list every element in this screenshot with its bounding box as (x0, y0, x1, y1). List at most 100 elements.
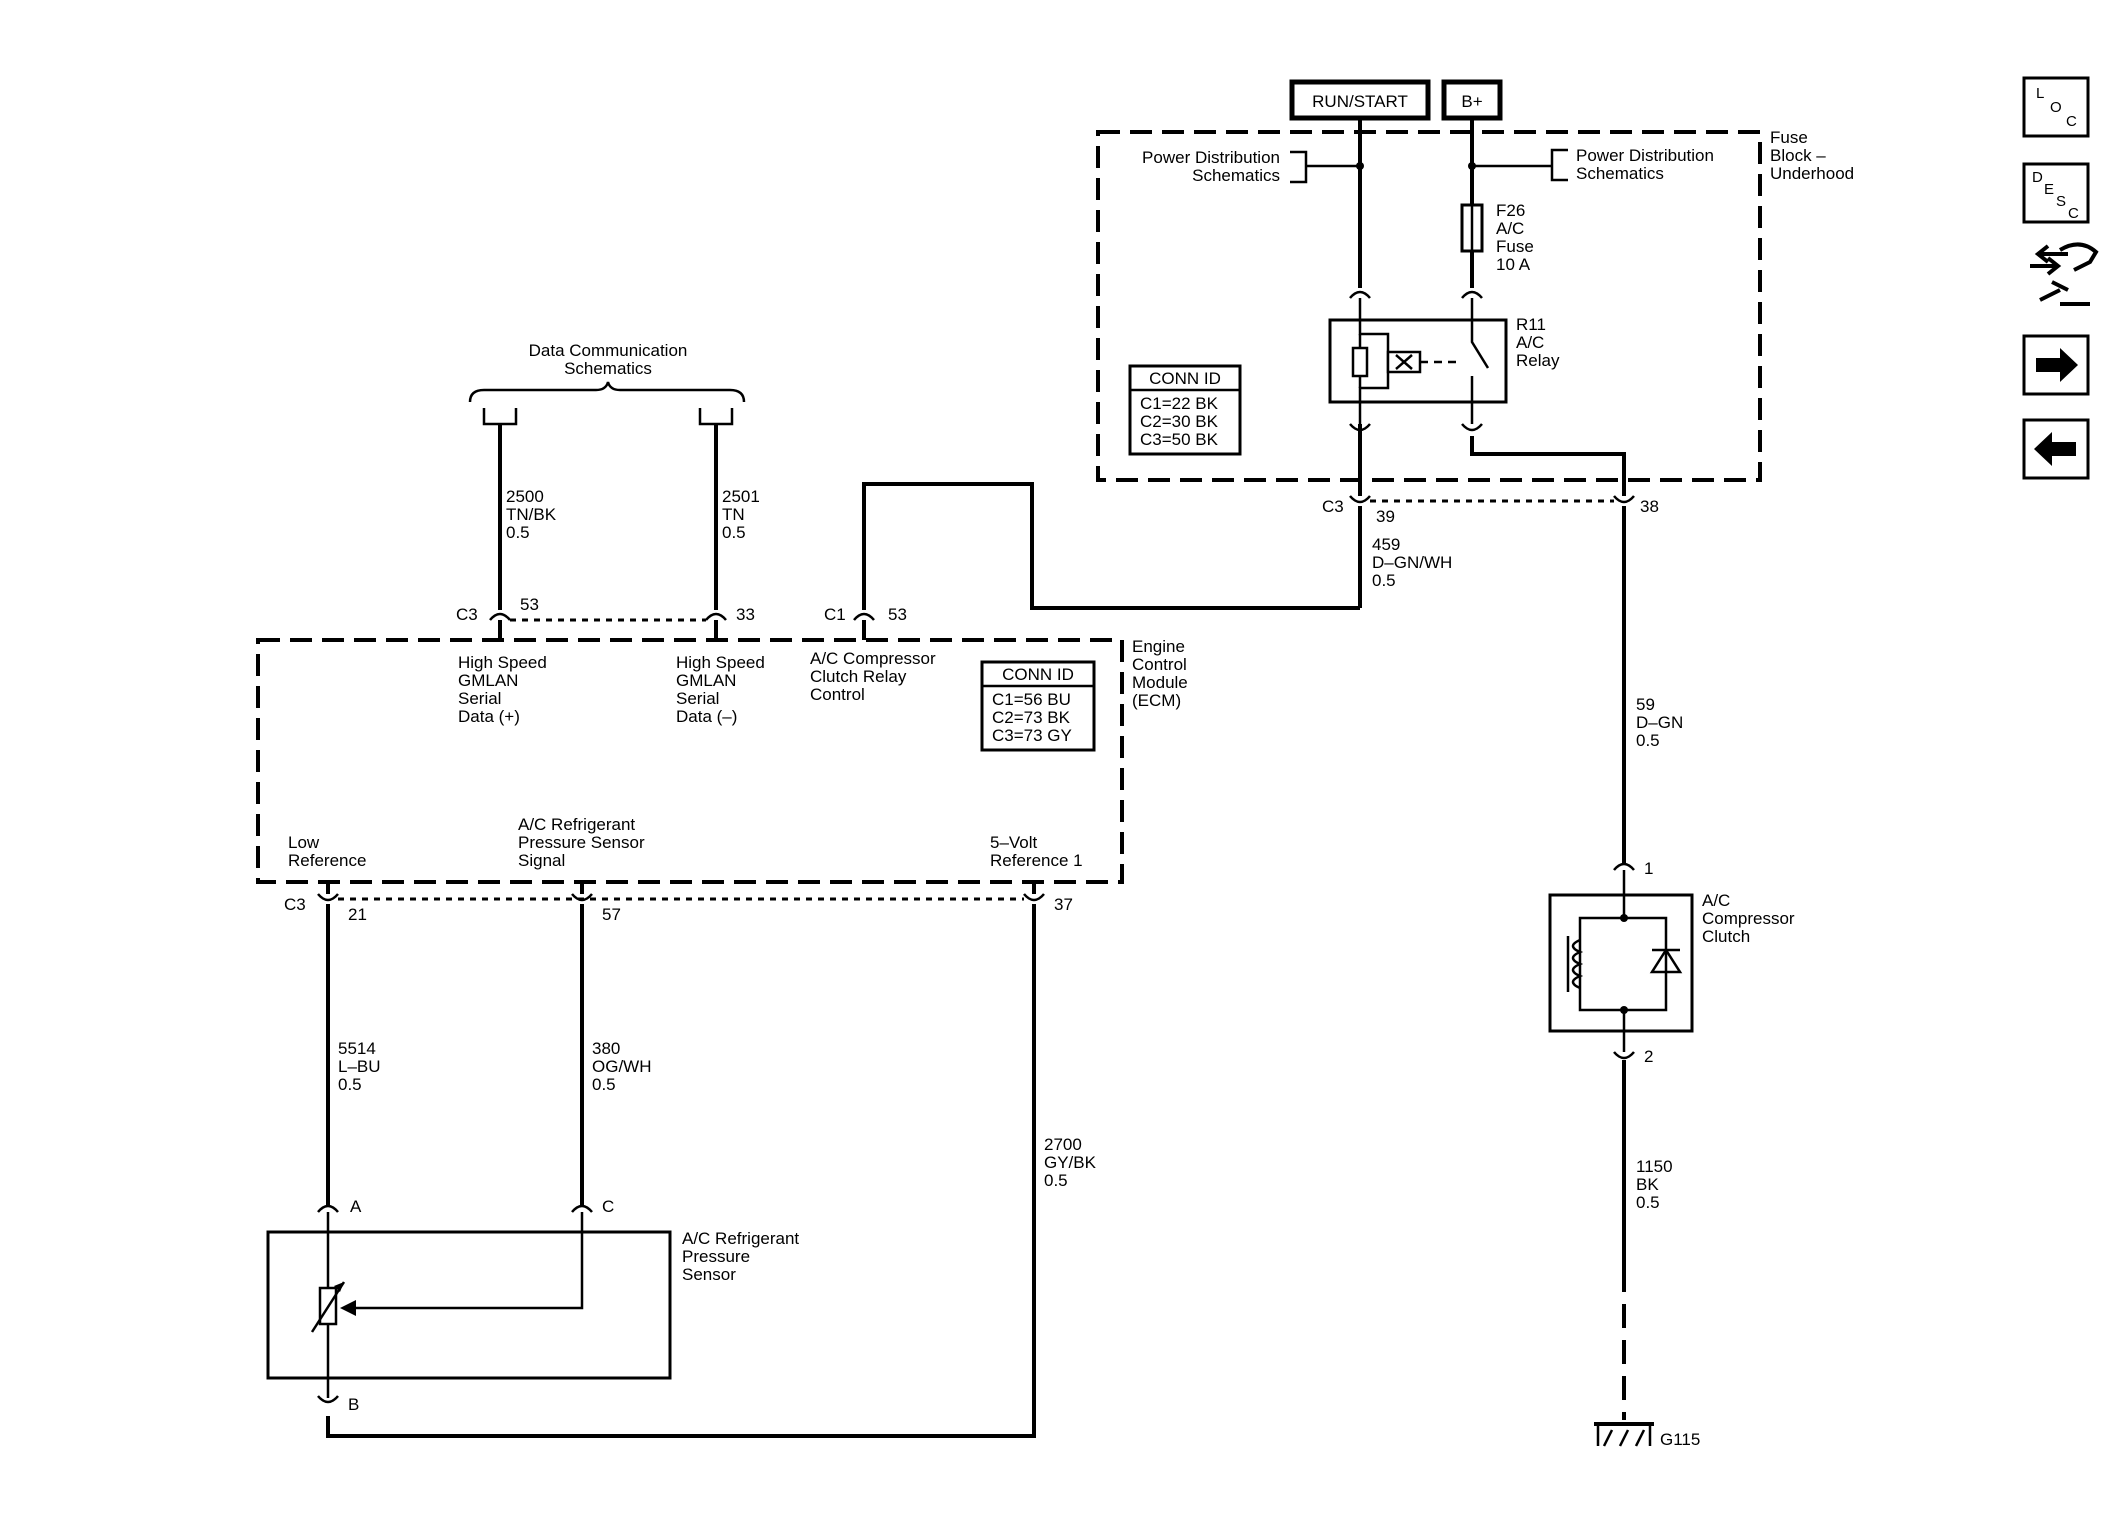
ac-refrigerant-pressure-sensor: A C B A/C Refrigerant Pressure Sensor (266, 1197, 799, 1414)
svg-text:(ECM): (ECM) (1132, 691, 1181, 710)
svg-text:38: 38 (1640, 497, 1659, 516)
arrow-icon (340, 1300, 356, 1316)
svg-text:BK: BK (1636, 1175, 1659, 1194)
fuse-block-c3-label: C3 (1322, 497, 1344, 516)
svg-text:A: A (350, 1197, 362, 1216)
connector-icon (571, 1204, 593, 1213)
ecm-conn-id (980, 660, 1096, 752)
svg-text:D: D (2032, 169, 2043, 186)
svg-text:OG/WH: OG/WH (592, 1057, 652, 1076)
svg-text:C: C (2068, 205, 2079, 222)
svg-text:A/C: A/C (1496, 219, 1524, 238)
connector-icon (1613, 1051, 1635, 1060)
svg-text:O: O (2050, 99, 2062, 116)
svg-text:Relay: Relay (1516, 351, 1560, 370)
location-button[interactable]: L O C (2022, 76, 2090, 138)
svg-text:S: S (2056, 193, 2066, 210)
connector-icon (705, 612, 727, 621)
svg-text:0.5: 0.5 (722, 523, 746, 542)
next-page-button[interactable] (2022, 334, 2090, 396)
svg-text:Data (+): Data (+) (458, 707, 520, 726)
svg-text:57: 57 (602, 905, 621, 924)
wire-2700: 2700 GY/BK 0.5 (326, 904, 1097, 1438)
svg-text:0.5: 0.5 (1636, 1193, 1660, 1212)
svg-text:0.5: 0.5 (1372, 571, 1396, 590)
wire-1150: 1150 BK 0.5 (1622, 1060, 1673, 1420)
svg-text:TN: TN (722, 505, 745, 524)
svg-text:Fuse: Fuse (1496, 237, 1534, 256)
svg-text:CONN ID: CONN ID (1002, 665, 1074, 684)
svg-text:0.5: 0.5 (338, 1075, 362, 1094)
svg-text:F26: F26 (1496, 201, 1525, 220)
svg-text:A/C Refrigerant: A/C Refrigerant (682, 1229, 799, 1248)
svg-text:2500: 2500 (506, 487, 544, 506)
diode-icon (1649, 947, 1683, 974)
ecm-top-connectors: C3 53 33 C1 53 (456, 595, 907, 640)
connector-icon (1461, 290, 1483, 299)
connector-icon (1613, 862, 1635, 871)
svg-text:A/C Refrigerant: A/C Refrigerant (518, 815, 635, 834)
svg-text:5–Volt: 5–Volt (990, 833, 1038, 852)
svg-text:C3=73 GY: C3=73 GY (992, 726, 1072, 745)
svg-text:C3: C3 (456, 605, 478, 624)
wire-5514: 5514 L–BU 0.5 (326, 904, 381, 1206)
fuse-block-underhood: Fuse Block – Underhood (1096, 128, 1854, 482)
svg-text:G115: G115 (1660, 1430, 1700, 1449)
engine-control-module: Engine Control Module (ECM) High Speed G… (256, 637, 1188, 884)
svg-text:TN/BK: TN/BK (506, 505, 557, 524)
svg-text:Schematics: Schematics (564, 359, 652, 378)
svg-text:39: 39 (1376, 507, 1395, 526)
svg-text:21: 21 (348, 905, 367, 924)
svg-text:Power Distribution: Power Distribution (1142, 148, 1280, 167)
svg-text:R11: R11 (1516, 315, 1546, 334)
power-distribution-ref-left[interactable]: Power Distribution Schematics (1142, 148, 1360, 185)
svg-text:C2=73 BK: C2=73 BK (992, 708, 1071, 727)
ecm-title: Engine (1132, 637, 1185, 656)
svg-text:Serial: Serial (458, 689, 501, 708)
data-communication-ref[interactable]: Data Communication Schematics 2500 TN/BK… (468, 341, 760, 610)
description-button[interactable]: D E S C (2022, 162, 2090, 224)
svg-text:GMLAN: GMLAN (676, 671, 736, 690)
connector-icon (853, 612, 875, 621)
svg-text:10 A: 10 A (1496, 255, 1531, 274)
power-distribution-ref-right[interactable]: Power Distribution Schematics (1472, 146, 1714, 183)
svg-text:L: L (2036, 85, 2044, 102)
connector-wrench-icon (2030, 242, 2099, 306)
svg-text:Clutch: Clutch (1702, 927, 1750, 946)
svg-text:53: 53 (888, 605, 907, 624)
connector-icon (1461, 423, 1483, 432)
svg-text:Serial: Serial (676, 689, 719, 708)
svg-text:0.5: 0.5 (1636, 731, 1660, 750)
svg-text:High Speed: High Speed (676, 653, 765, 672)
b-plus-supply: B+ (1441, 79, 1503, 205)
svg-text:Sensor: Sensor (682, 1265, 736, 1284)
svg-text:Compressor: Compressor (1702, 909, 1795, 928)
svg-text:Reference: Reference (288, 851, 366, 870)
svg-text:A/C: A/C (1702, 891, 1730, 910)
ac-compressor-clutch: 1 2 A/C Compressor Clutch (1548, 859, 1795, 1066)
arrow-left-icon (2034, 432, 2076, 466)
previous-page-button[interactable] (2022, 418, 2090, 480)
connector-icon (1023, 893, 1045, 902)
svg-text:1150: 1150 (1636, 1157, 1673, 1176)
wire-59: 38 59 D–GN 0.5 (1470, 436, 1683, 864)
svg-text:C3=50 BK: C3=50 BK (1140, 430, 1219, 449)
svg-text:C: C (2066, 113, 2077, 130)
connector-icon (317, 1395, 339, 1404)
svg-text:0.5: 0.5 (1044, 1171, 1068, 1190)
svg-text:Data Communication: Data Communication (529, 341, 688, 360)
svg-text:33: 33 (736, 605, 755, 624)
svg-text:2501: 2501 (722, 487, 760, 506)
svg-text:C3: C3 (284, 895, 306, 914)
svg-text:Clutch Relay: Clutch Relay (810, 667, 907, 686)
fuse-f26: F26 A/C Fuse 10 A (1460, 201, 1534, 288)
b-plus-label: B+ (1461, 92, 1482, 111)
svg-text:C1=22 BK: C1=22 BK (1140, 394, 1219, 413)
connector-end-view-button[interactable] (2030, 242, 2099, 306)
svg-text:C1: C1 (824, 605, 846, 624)
svg-text:Low: Low (288, 833, 320, 852)
svg-text:GMLAN: GMLAN (458, 671, 518, 690)
run-start-supply: RUN/START (1289, 79, 1431, 288)
svg-text:0.5: 0.5 (592, 1075, 616, 1094)
